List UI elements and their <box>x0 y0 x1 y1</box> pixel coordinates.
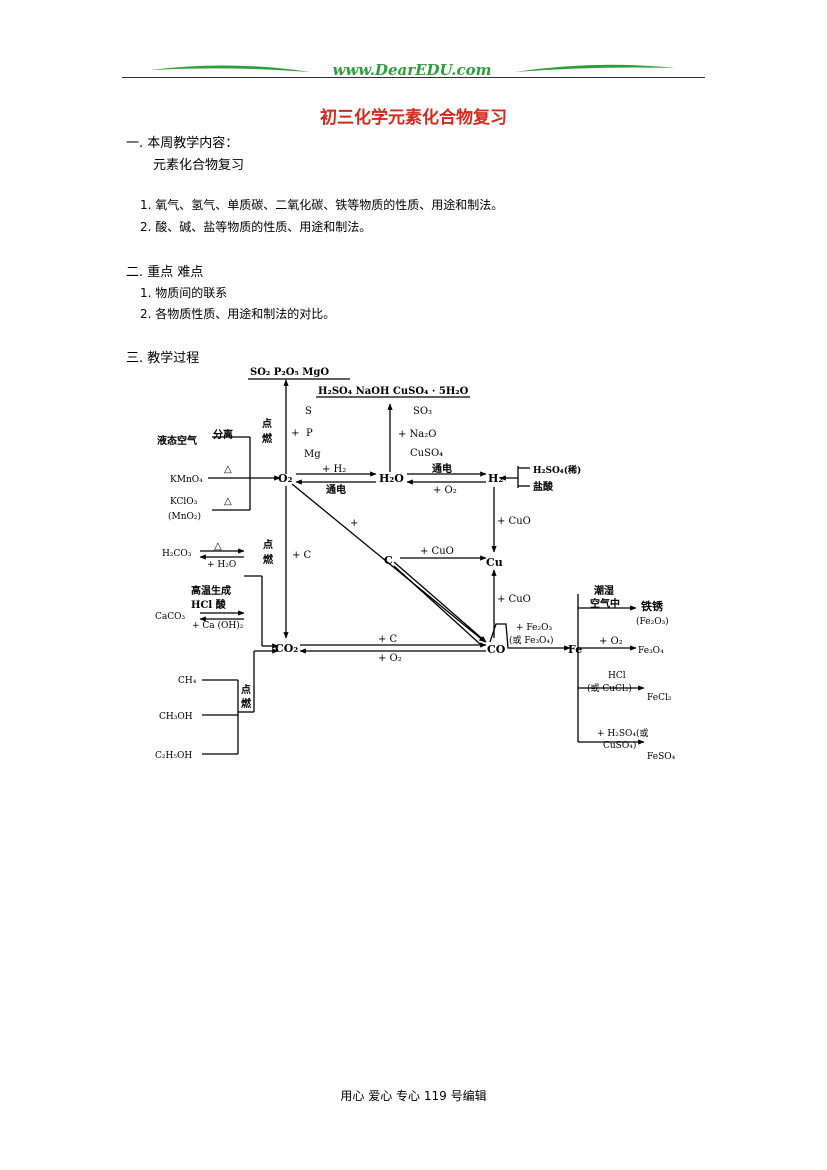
label-plus-c: + C <box>378 634 398 645</box>
label-hcl: HCl <box>608 671 626 681</box>
section-heading: 一. 本周教学内容： <box>126 136 239 151</box>
label-fe2o3-rust: (Fe₂O₃) <box>636 616 669 627</box>
label-plus-o2: + O₂ <box>599 636 623 647</box>
label-humid: 潮湿 <box>594 584 614 597</box>
section-heading: 二. 重点 难点 <box>126 265 204 280</box>
label-c2h5oh: C₂H₅OH <box>155 751 192 761</box>
label-mno2: (MnO₂) <box>168 511 201 522</box>
section-subheading: 元素化合物复习 <box>153 158 245 173</box>
label-s: S <box>305 406 312 417</box>
label-separate: 分离 <box>213 428 233 441</box>
label-plus-h2o: + H₂O <box>207 560 236 570</box>
label-compounds: H₂SO₄ NaOH CuSO₄ · 5H₂O <box>318 386 469 397</box>
label-ch3oh: CH₃OH <box>159 712 193 722</box>
label-burn: 燃 <box>263 553 274 566</box>
label-or-cucl2: (或 CuCl₂) <box>587 682 632 694</box>
page-footer: 用心 爱心 专心 119 号编辑 <box>340 1089 487 1103</box>
label-kclo3: KClO₃ <box>170 497 198 507</box>
list-item: 2. 酸、碱、盐等物质的性质、用途和制法。 <box>140 220 372 234</box>
label-rust: 铁锈 <box>641 599 664 613</box>
label-fecl2: FeCl₂ <box>647 693 672 703</box>
label-cuso4: CuSO₄ <box>410 448 443 459</box>
label-plus-h2: + H₂ <box>322 464 346 475</box>
label-plus: + <box>291 428 299 439</box>
label-delta: △ <box>224 464 232 475</box>
label-feso4: FeSO₄ <box>647 752 676 762</box>
label-plus-h2so4-or: + H₂SO₄(或 <box>597 727 649 739</box>
node-co: CO <box>487 643 506 656</box>
list-item: 1. 氧气、氢气、单质碳、二氧化碳、铁等物质的性质、用途和制法。 <box>140 198 504 212</box>
label-high-temp: 高温生成 <box>191 584 231 597</box>
label-caco3: CaCO₃ <box>155 612 186 622</box>
label-ch4: CH₄ <box>178 676 197 686</box>
page-title: 初三化学元素化合物复习 <box>320 108 507 128</box>
label-p: P <box>306 428 313 439</box>
label-plus-cuo: + CuO <box>497 516 531 527</box>
section-heading: 三. 教学过程 <box>126 351 200 366</box>
label-h2co3: H₂CO₃ <box>162 549 192 559</box>
label-fe3o4: Fe₃O₄ <box>638 646 664 656</box>
label-burn: 燃 <box>241 697 252 710</box>
node-c: C <box>384 554 393 567</box>
node-o2: O₂ <box>278 472 293 485</box>
label-cuso4-close: CuSO₄) <box>603 740 636 751</box>
node-co2: CO₂ <box>275 642 298 655</box>
site-name: www.DearEDU.com <box>332 61 491 79</box>
label-electrolysis: 通电 <box>326 483 346 496</box>
label-hcl-acid: HCl 酸 <box>191 598 227 611</box>
list-item: 1. 物质间的联系 <box>140 286 228 300</box>
label-burn: 燃 <box>262 432 273 445</box>
header-rule <box>122 77 705 78</box>
label-liquid-air: 液态空气 <box>157 434 197 447</box>
label-mg: Mg <box>304 449 321 460</box>
reaction-diagram: O₂ H₂O H₂ C Cu CO₂ CO Fe SO₂ P₂O₅ MgO H₂… <box>155 367 676 762</box>
label-in-air: 空气中 <box>590 597 620 610</box>
label-plus-c: + C <box>292 550 312 561</box>
label-ignite: 点 <box>263 538 273 551</box>
label-plus: + <box>350 518 358 529</box>
label-electrolysis: 通电 <box>432 462 452 475</box>
label-so3: SO₃ <box>413 406 432 417</box>
label-plus-o2: + O₂ <box>433 485 457 496</box>
label-plus-cuo: + CuO <box>420 546 454 557</box>
label-hydrochloric: 盐酸 <box>533 480 554 493</box>
label-na2o: + Na₂O <box>398 429 436 440</box>
label-oxides: SO₂ P₂O₅ MgO <box>250 367 329 378</box>
label-plus-cuo: + CuO <box>497 594 531 605</box>
label-delta: △ <box>214 541 222 552</box>
label-plus-o2: + O₂ <box>378 653 402 664</box>
list-item: 2. 各物质性质、用途和制法的对比。 <box>140 307 336 321</box>
label-ignite: 点 <box>262 417 272 430</box>
node-cu: Cu <box>486 556 503 569</box>
label-plus-fe2o3: + Fe₂O₃ <box>516 623 552 633</box>
label-kmno4: KMnO₄ <box>170 475 203 485</box>
label-delta: △ <box>224 496 232 507</box>
node-h2: H₂ <box>488 472 503 485</box>
label-ignite: 点 <box>241 683 251 696</box>
label-ca-oh2: + Ca (OH)₂ <box>192 620 244 631</box>
label-h2so4-dilute: H₂SO₄(稀) <box>533 464 581 476</box>
header-logo: www.DearEDU.com <box>150 61 675 79</box>
node-h2o: H₂O <box>379 472 404 485</box>
node-fe: Fe <box>568 643 582 656</box>
label-or-fe3o4: (或 Fe₃O₄) <box>509 634 554 646</box>
